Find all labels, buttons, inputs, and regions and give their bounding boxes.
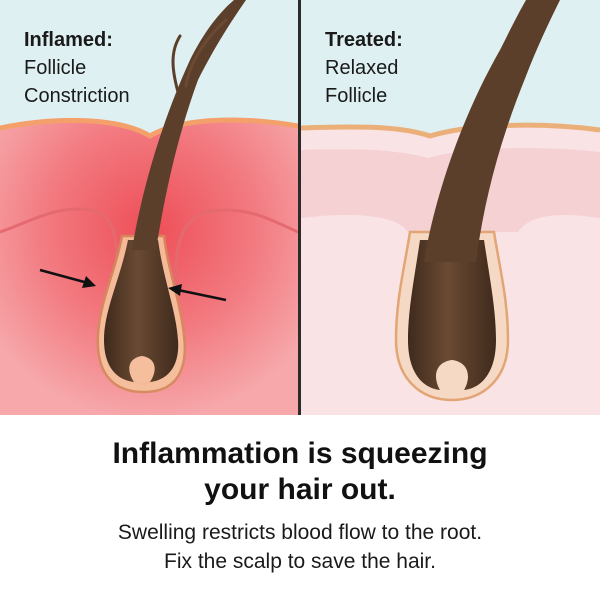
follicle-comparison-diagram <box>0 0 600 415</box>
treated-subtitle-line-2: Follicle <box>325 85 388 107</box>
caption-headline-line-1: Inflammation is squeezing <box>112 437 488 470</box>
compression-arrow-icon <box>168 284 227 302</box>
inflamed-panel <box>0 0 299 415</box>
caption-body: Swelling restricts blood flow to the roo… <box>0 518 600 576</box>
caption-headline-line-2: your hair out. <box>204 473 396 506</box>
frayed-strand <box>171 34 182 94</box>
treated-subtitle-line-1: Relaxed <box>325 57 399 79</box>
caption-body-line-2: Fix the scalp to save the hair. <box>164 550 436 573</box>
treated-hair-bulb <box>408 240 496 390</box>
inflamed-hair-shaft <box>132 0 246 250</box>
caption-body-line-1: Swelling restricts blood flow to the roo… <box>117 521 483 544</box>
treated-hair-shaft <box>424 0 560 262</box>
frayed-strand <box>184 18 228 88</box>
inflamed-panel-label: Inflamed: Follicle Constriction <box>24 26 130 110</box>
caption: Inflammation is squeezing your hair out.… <box>0 436 600 576</box>
inflamed-hair-bulb <box>104 240 179 382</box>
treated-epidermis <box>300 122 600 139</box>
treated-panel <box>300 0 600 415</box>
panel-divider <box>298 0 301 415</box>
caption-headline: Inflammation is squeezing your hair out. <box>0 436 600 508</box>
treated-title: Treated: <box>325 29 403 51</box>
inflamed-subtitle-line-1: Follicle <box>24 57 87 79</box>
treated-panel-label: Treated: Relaxed Follicle <box>325 26 403 110</box>
inflamed-epidermis <box>0 117 299 139</box>
inflamed-subtitle-line-2: Constriction <box>24 85 130 107</box>
compression-arrow-icon <box>39 268 96 288</box>
inflamed-title: Inflamed: <box>24 29 113 51</box>
